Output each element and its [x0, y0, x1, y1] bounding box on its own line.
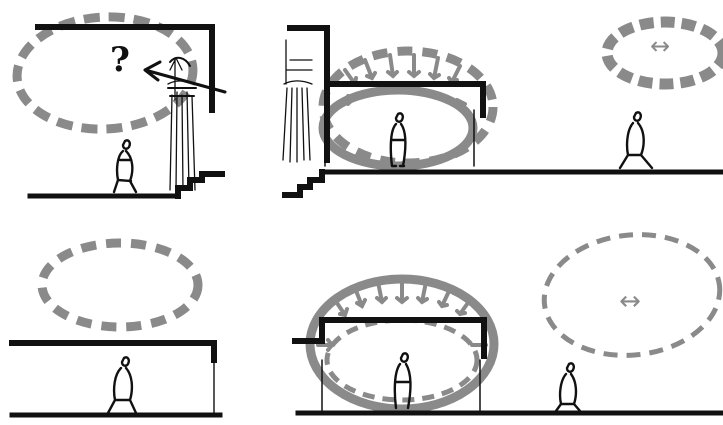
panel-top-right: ↔	[607, 22, 723, 168]
space-bubble-dashed	[42, 243, 198, 327]
panel-bottom-right: ↔	[538, 226, 723, 411]
space-bubble-dashed	[14, 12, 196, 133]
person-walking	[114, 140, 136, 192]
panel-top-left: ?	[14, 12, 225, 196]
question-mark: ?	[110, 40, 130, 80]
person-walking	[620, 112, 652, 168]
double-arrow-annotation: ↔	[619, 287, 641, 317]
panel-bottom-middle	[295, 279, 723, 413]
column-left	[283, 40, 312, 162]
roof-slab	[295, 320, 484, 356]
person-walking	[556, 363, 580, 411]
person-walking	[108, 357, 136, 413]
stairs	[285, 172, 322, 195]
roof-slab	[12, 343, 214, 360]
double-arrow-annotation: ↔	[650, 32, 670, 60]
panel-bottom-left	[12, 243, 220, 415]
stairs	[178, 174, 222, 196]
